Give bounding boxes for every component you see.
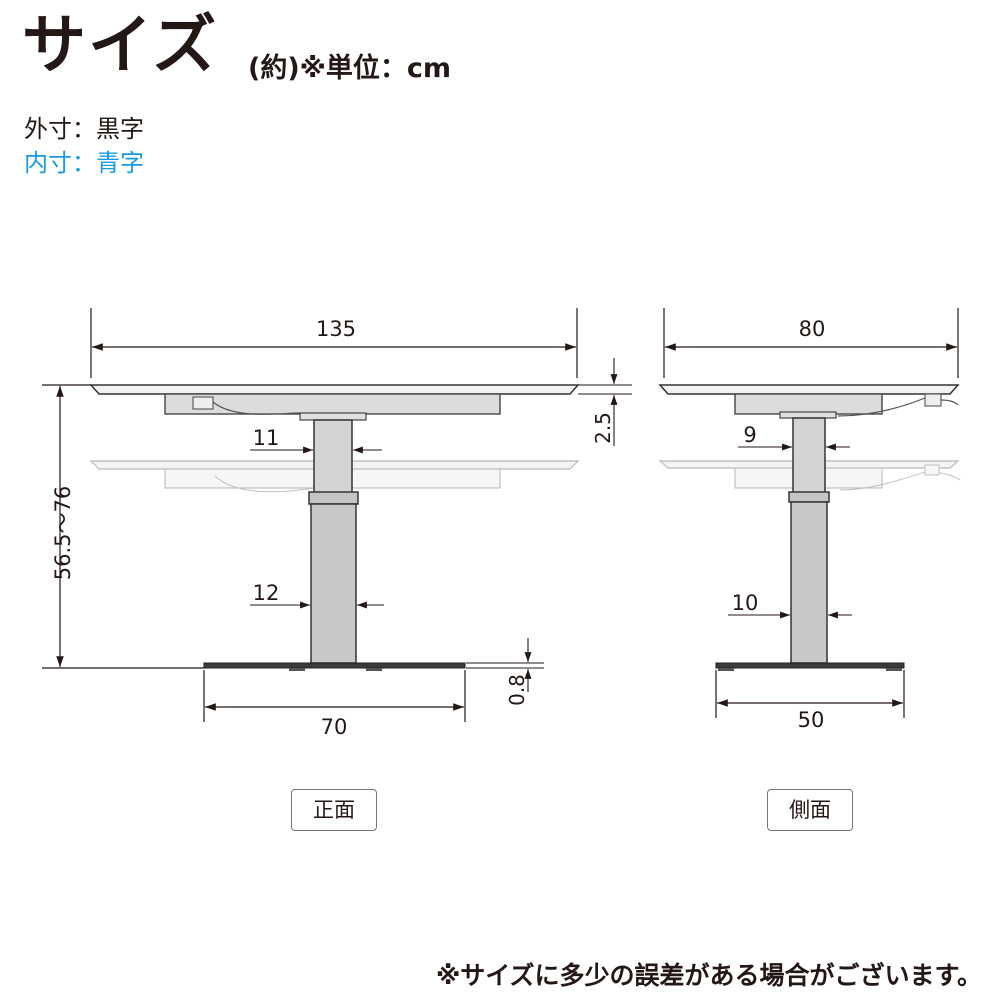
dim-front-width: 135 — [316, 317, 356, 341]
front-view-label: 正面 — [291, 789, 377, 831]
dim-front-lower-column: 12 — [253, 581, 280, 605]
front-column-plate — [299, 412, 367, 421]
front-lower-column — [310, 503, 357, 664]
legend-outer-dimensions: 外寸：黒字 — [24, 115, 144, 143]
front-cable — [212, 401, 301, 415]
side-upper-column — [792, 417, 826, 495]
side-view-drawing: 80 9 10 50 — [658, 308, 961, 732]
side-motor-unit — [924, 393, 942, 407]
side-desk-top — [658, 384, 960, 395]
side-under-box — [734, 393, 883, 415]
dim-side-base-depth: 50 — [798, 708, 825, 732]
side-cable — [837, 397, 959, 417]
dim-side-lower-column: 10 — [732, 591, 759, 615]
dim-front-top-thickness: 2.5 — [591, 412, 615, 444]
page-title: サイズ — [22, 9, 219, 83]
side-base-plate — [715, 662, 905, 669]
dim-side-depth: 80 — [799, 317, 826, 341]
footnote: ※サイズに多少の誤差がある場合がございます。 — [435, 961, 982, 990]
front-desk-top — [89, 384, 580, 395]
dim-front-upper-column: 11 — [253, 426, 280, 450]
front-upper-column — [313, 419, 353, 495]
front-motor-unit — [192, 396, 214, 410]
front-base-plate — [203, 662, 466, 669]
dim-front-base-thickness: 0.8 — [505, 674, 529, 706]
front-column-collar — [308, 491, 359, 505]
unit-note: (約)※単位：cm — [248, 53, 452, 84]
dim-front-base-width: 70 — [321, 715, 348, 739]
front-view-drawing: 135 56.5～76 2.5 11 12 70 0.8 — [42, 308, 632, 739]
legend-inner-dimensions: 内寸：青字 — [24, 149, 144, 177]
side-lower-column — [790, 501, 828, 664]
side-view-label: 側面 — [767, 789, 853, 831]
side-column-collar — [788, 491, 830, 503]
dim-side-upper-column: 9 — [743, 423, 756, 447]
dim-front-height: 56.5～76 — [51, 486, 75, 580]
